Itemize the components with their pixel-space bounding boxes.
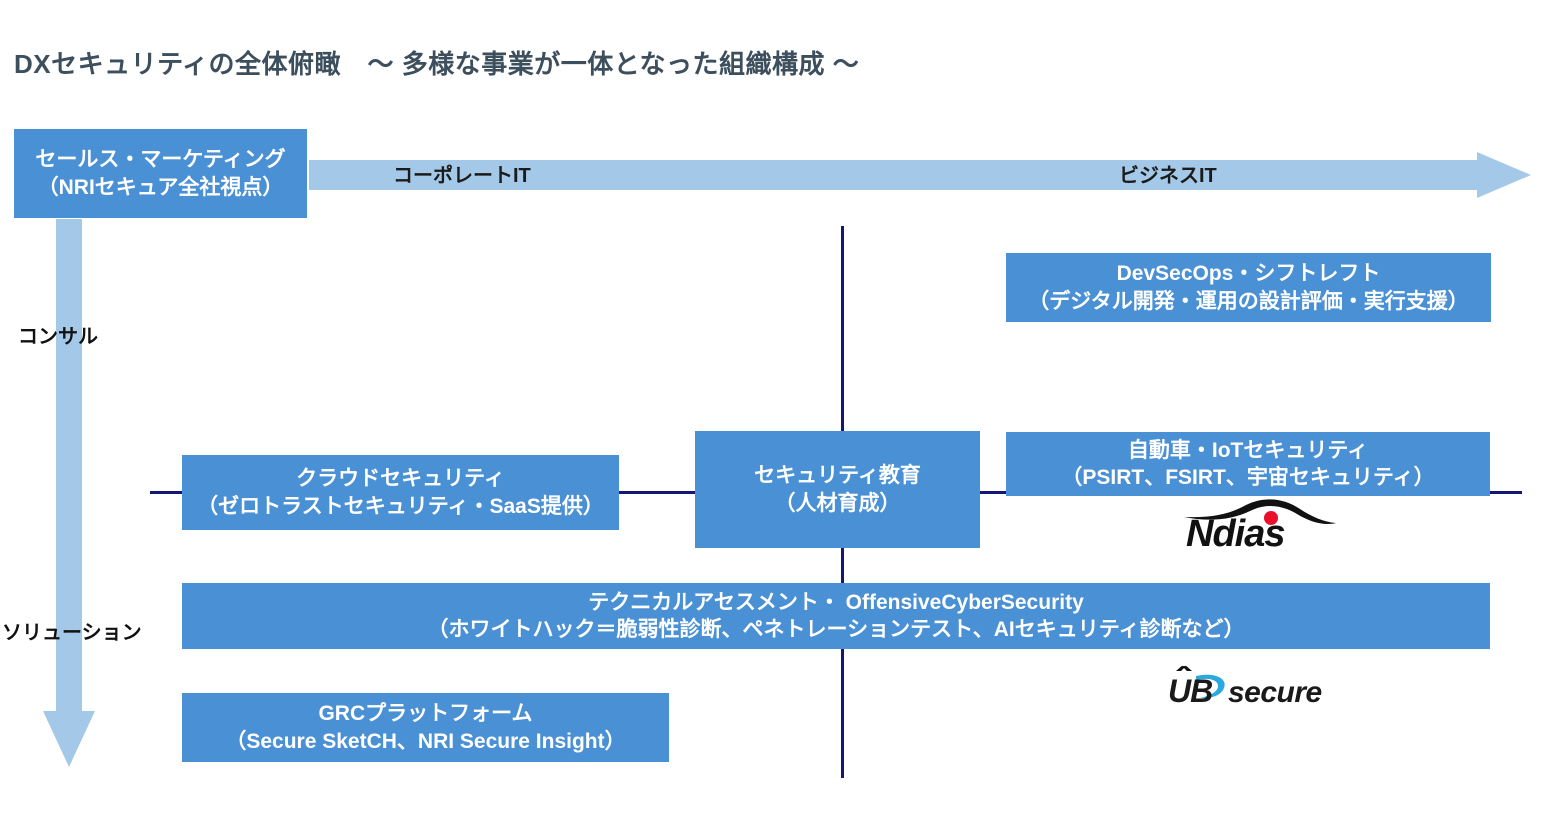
box-automotive-iot-security-line1: 自動車・IoTセキュリティ	[1127, 438, 1369, 462]
box-cloud-security-line2: （ゼロトラストセキュリティ・SaaS提供）	[197, 494, 604, 518]
box-security-education-line1: セキュリティ教育	[754, 464, 921, 488]
box-automotive-iot-security-line2: （PSIRT、FSIRT、宇宙セキュリティ）	[1061, 466, 1435, 489]
corporate-it-label: コーポレートIT	[393, 165, 531, 187]
page-title: DXセキュリティの全体俯瞰 〜 多様な事業が一体となった組織構成 〜	[14, 49, 860, 79]
corporate-to-business-it-arrow	[309, 152, 1531, 198]
solution-label: ソリューション	[2, 622, 142, 644]
svg-text:Ndias: Ndias	[1186, 513, 1284, 549]
box-cloud-security[interactable]: クラウドセキュリティ （ゼロトラストセキュリティ・SaaS提供）	[182, 455, 619, 530]
box-devsecops-line2: （デジタル開発・運用の設計評価・実行支援）	[1028, 289, 1469, 313]
ndias-logo: Ndias	[1180, 497, 1340, 549]
box-grc-platform-line2: （Secure SketCH、NRI Secure Insight）	[225, 729, 626, 753]
box-sales-marketing[interactable]: セールス・マーケティング （NRIセキュア全社視点）	[14, 129, 307, 218]
box-sales-marketing-line2: （NRIセキュア全社視点）	[37, 175, 284, 199]
svg-text:secure: secure	[1228, 676, 1322, 709]
box-grc-platform[interactable]: GRCプラットフォーム （Secure SketCH、NRI Secure In…	[182, 693, 669, 762]
box-cloud-security-line1: クラウドセキュリティ	[296, 467, 505, 491]
box-technical-assessment-line1: テクニカルアセスメント・ OffensiveCyberSecurity	[588, 590, 1084, 614]
box-sales-marketing-line1: セールス・マーケティング	[35, 148, 286, 172]
box-security-education[interactable]: セキュリティ教育 （人材育成）	[695, 431, 980, 548]
consulting-to-solution-arrow	[43, 219, 95, 767]
box-technical-assessment-line2: （ホワイトハック＝脆弱性診断、ペネトレーションテスト、AIセキュリティ診断など）	[427, 618, 1245, 641]
box-devsecops[interactable]: DevSecOps・シフトレフト （デジタル開発・運用の設計評価・実行支援）	[1006, 253, 1491, 322]
consulting-label: コンサル	[18, 326, 98, 348]
box-technical-assessment[interactable]: テクニカルアセスメント・ OffensiveCyberSecurity （ホワイ…	[182, 583, 1490, 649]
box-automotive-iot-security[interactable]: 自動車・IoTセキュリティ （PSIRT、FSIRT、宇宙セキュリティ）	[1006, 432, 1490, 496]
svg-text:UB: UB	[1168, 673, 1212, 709]
business-it-label: ビジネスIT	[1119, 165, 1217, 187]
ubsecure-logo: UB secure	[1166, 666, 1356, 712]
box-grc-platform-line1: GRCプラットフォーム	[318, 702, 533, 726]
box-security-education-line2: （人材育成）	[774, 491, 901, 515]
box-devsecops-line1: DevSecOps・シフトレフト	[1116, 262, 1381, 286]
